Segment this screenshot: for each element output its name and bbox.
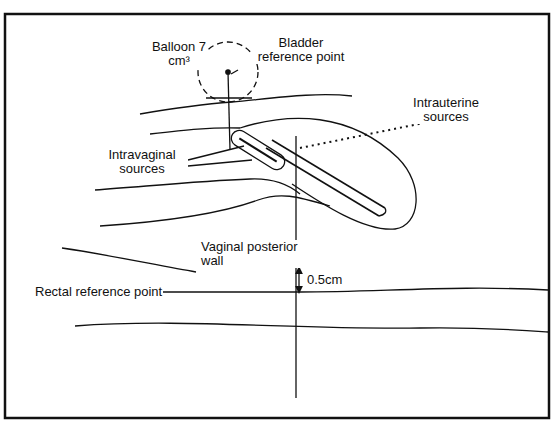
intrauterine-label: Intrauterine sources <box>400 96 492 124</box>
vaginal-wall-label: Vaginal posterior wall <box>200 240 324 268</box>
anterior-vaginal-wall <box>150 128 240 134</box>
intrauterine-tandem <box>266 148 379 216</box>
rectal-wall <box>75 323 548 332</box>
bladder-reference-line <box>206 97 252 98</box>
leader-line <box>188 146 244 160</box>
intravaginal-label: Intravaginal sources <box>96 148 188 176</box>
bladder-point-label: Bladder reference point <box>252 36 350 64</box>
frame <box>5 14 549 418</box>
dimension-label: 0.5cm <box>306 273 343 287</box>
balloon-label: Balloon 7 cm³ <box>150 40 208 68</box>
bladder-wall <box>140 95 352 114</box>
rectal-wall <box>300 288 548 292</box>
leader-line <box>231 70 238 74</box>
vaginal-wall <box>95 179 300 194</box>
dimension-arrow <box>298 270 299 290</box>
rectal-point-label: Rectal reference point <box>34 285 163 299</box>
bladder-axis <box>228 72 230 150</box>
uterus-outline <box>240 118 416 229</box>
intravaginal-ovoid <box>228 127 287 172</box>
leader-line <box>188 160 252 166</box>
tandem-tip <box>379 208 386 216</box>
rectal-wall <box>62 248 196 272</box>
intrauterine-tandem <box>272 140 385 208</box>
